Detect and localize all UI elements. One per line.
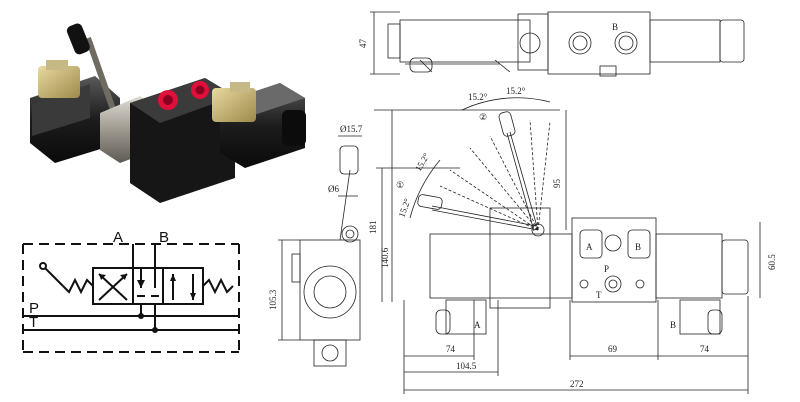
angle-b1: 15.2° bbox=[468, 92, 488, 102]
top-view-dim-47: 47 bbox=[358, 39, 368, 49]
hydraulic-schematic: A B P T bbox=[22, 229, 240, 353]
angle-a2: 15.2° bbox=[396, 197, 412, 219]
schematic-port-a: A bbox=[113, 229, 123, 246]
dim-105-3: 105.3 bbox=[268, 289, 278, 310]
port-t-label: T bbox=[596, 290, 602, 300]
coil-a-label: A bbox=[474, 320, 481, 330]
dim-69: 69 bbox=[608, 344, 618, 354]
schematic-port-p: P bbox=[29, 300, 39, 317]
port-p-label: P bbox=[604, 264, 609, 274]
dim-95: 95 bbox=[552, 179, 562, 189]
port-a-label: A bbox=[586, 242, 593, 252]
top-view-port-b: B bbox=[612, 22, 618, 32]
angle-b2: 15.2° bbox=[506, 86, 526, 96]
schematic-port-t: T bbox=[29, 314, 38, 331]
angle-a1: 15.2° bbox=[413, 151, 432, 173]
port-b-label: B bbox=[635, 242, 641, 252]
dim-272: 272 bbox=[570, 379, 584, 389]
schematic-port-b: B bbox=[159, 229, 169, 246]
lever-position-1: ① bbox=[396, 180, 404, 190]
dim-181: 181 bbox=[368, 221, 378, 235]
dim-rod: Ø6 bbox=[328, 184, 339, 194]
dim-140-6: 140.6 bbox=[380, 247, 390, 268]
dim-knob: Ø15.7 bbox=[340, 124, 363, 134]
dim-104-5: 104.5 bbox=[456, 361, 477, 371]
coil-b-label: B bbox=[670, 320, 676, 330]
dim-74-left: 74 bbox=[446, 344, 456, 354]
dim-74-right: 74 bbox=[700, 344, 710, 354]
dim-60-5: 60.5 bbox=[767, 254, 777, 270]
lever-position-2: ② bbox=[479, 112, 487, 122]
product-photo bbox=[30, 23, 306, 203]
